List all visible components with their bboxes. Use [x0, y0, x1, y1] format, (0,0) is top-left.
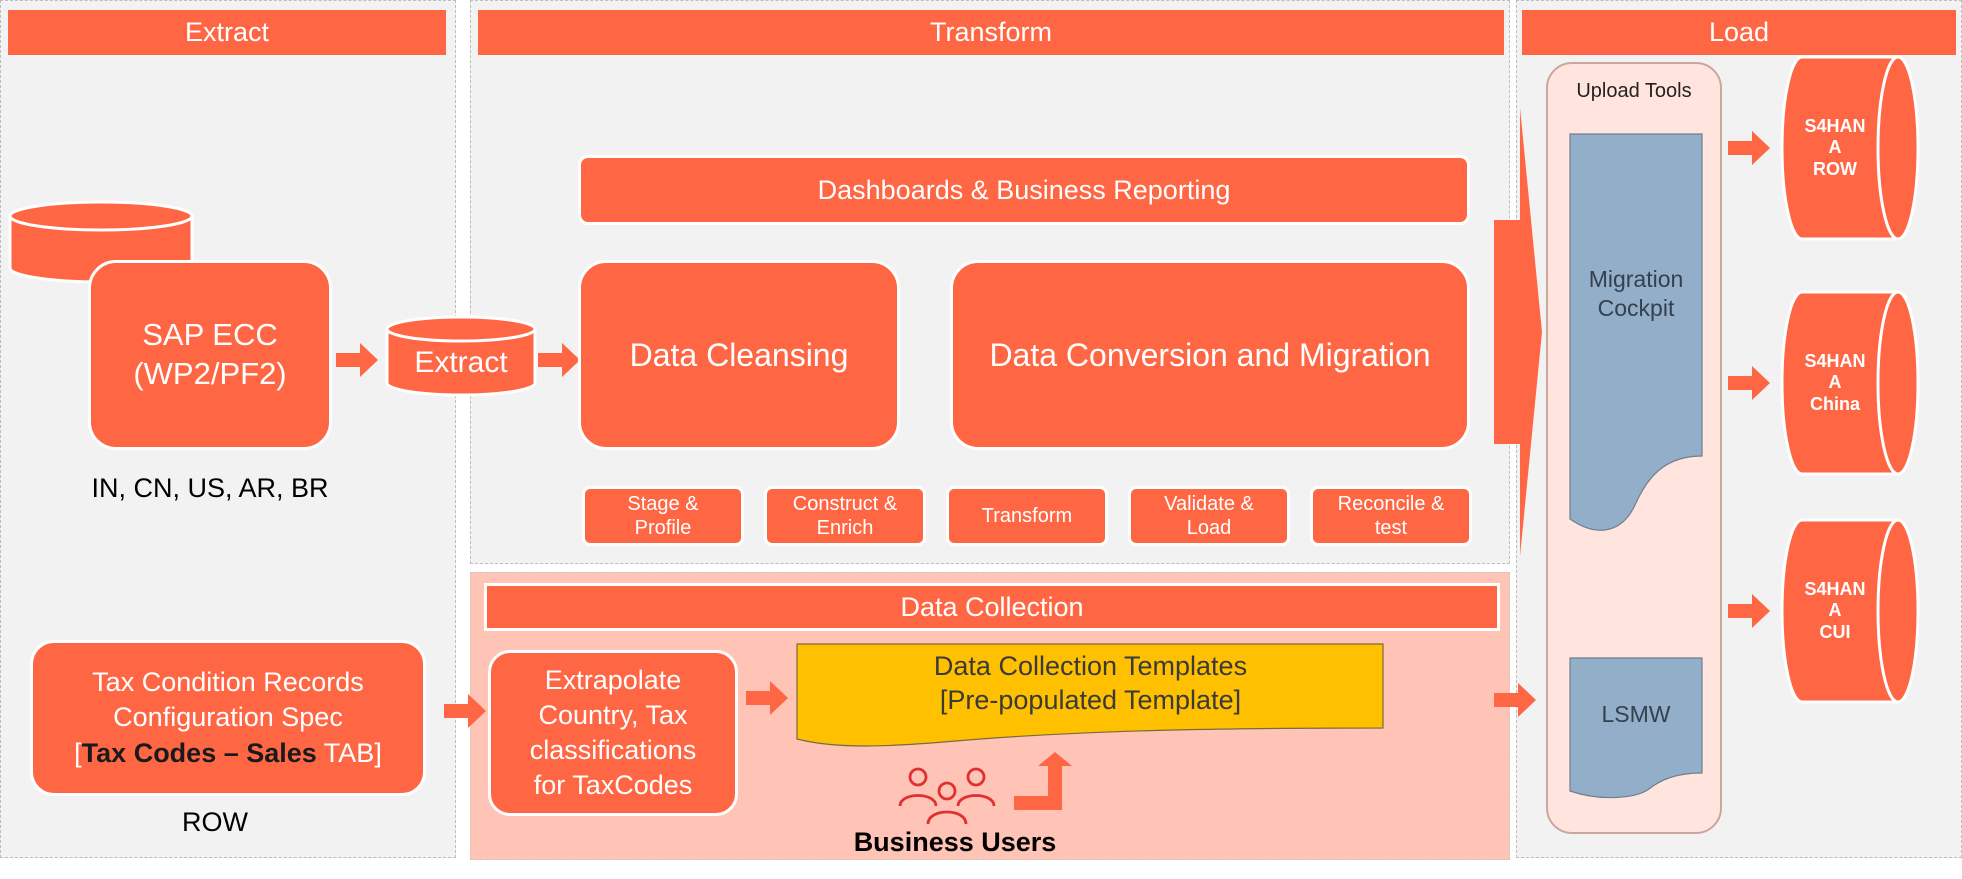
- extrapolate-box: Extrapolate Country, Tax classifications…: [488, 650, 738, 816]
- extract-cylinder-icon: [385, 315, 537, 397]
- data-collection-header: Data Collection: [484, 583, 1500, 631]
- arrow-right-icon: [538, 343, 580, 377]
- process-step-line-1: Reconcile &: [1337, 493, 1445, 515]
- process-step-line-1: Validate &: [1164, 493, 1254, 515]
- arrow-right-icon: [336, 343, 378, 377]
- arrow-right-icon: [1728, 366, 1770, 400]
- target-label-line-2: A: [1828, 137, 1842, 158]
- templates-document-shape: [796, 643, 1384, 747]
- tax-line-3-open: [: [74, 737, 82, 768]
- extrapolate-line-4: for TaxCodes: [533, 770, 693, 801]
- tax-line-3-bold: Tax Codes – Sales: [81, 737, 317, 768]
- process-step-line-2: Enrich: [816, 517, 874, 539]
- extrapolate-line-1: Extrapolate: [544, 664, 682, 695]
- extrapolate-line-2: Country, Tax: [538, 699, 688, 730]
- target-label-line-1: S4HAN: [1804, 115, 1866, 136]
- tax-condition-records-box: Tax Condition Records Configuration Spec…: [30, 640, 426, 796]
- chevron-right-icon: [1494, 108, 1542, 556]
- process-step-box: Transform: [946, 486, 1108, 546]
- sap-ecc-subtitle: (WP2/PF2): [133, 356, 287, 391]
- database-target-icon: [1780, 290, 1920, 476]
- target-label-line-3: CUI: [1819, 621, 1851, 642]
- sap-ecc-title: SAP ECC: [142, 317, 278, 353]
- data-conversion-box: Data Conversion and Migration: [950, 260, 1470, 450]
- upload-tools-label: Upload Tools: [1576, 79, 1692, 102]
- tax-line-3: [Tax Codes – Sales TAB]: [74, 736, 382, 771]
- tax-line-1: Tax Condition Records: [92, 667, 364, 698]
- tax-line-2: Configuration Spec: [113, 702, 343, 733]
- arrow-right-icon: [444, 694, 486, 728]
- load-header: Load: [1522, 10, 1956, 55]
- business-users-label: Business Users: [853, 826, 1057, 857]
- arrow-right-icon: [1494, 683, 1536, 717]
- migration-cockpit-label: Migration Cockpit: [1569, 262, 1703, 326]
- people-group-icon: [898, 767, 996, 825]
- templates-line-1: Data Collection Templates: [933, 651, 1248, 682]
- process-step-box: Validate &Load: [1128, 486, 1290, 546]
- bent-arrow-up-icon: [1014, 752, 1072, 810]
- database-target-icon: [1780, 55, 1920, 241]
- data-cleansing-box: Data Cleansing: [578, 260, 900, 450]
- target-label-line-1: S4HAN: [1804, 350, 1866, 371]
- process-step-line-1: Transform: [981, 505, 1073, 527]
- target-label-line-3: China: [1809, 393, 1860, 414]
- process-step-line-1: Construct &: [792, 493, 898, 515]
- arrow-right-icon: [746, 681, 788, 715]
- migration-cockpit-document: [1569, 133, 1703, 531]
- database-target-icon: [1780, 518, 1920, 704]
- lsmw-document: [1569, 657, 1703, 799]
- process-step-line-2: Load: [1186, 517, 1232, 539]
- process-step-box: Construct &Enrich: [764, 486, 926, 546]
- templates-line-2: [Pre-populated Template]: [939, 685, 1242, 715]
- countries-label: IN, CN, US, AR, BR: [91, 472, 329, 503]
- lsmw-label: LSMW: [1601, 700, 1671, 727]
- process-step-box: Stage &Profile: [582, 486, 744, 546]
- process-step-box: Reconcile &test: [1310, 486, 1472, 546]
- target-label-line-3: ROW: [1813, 158, 1857, 179]
- cockpit-line-2: Cockpit: [1597, 295, 1675, 321]
- extract-cylinder-label: Extract: [414, 346, 508, 379]
- target-label-line-1: S4HAN: [1804, 578, 1866, 599]
- cockpit-line-1: Migration: [1588, 266, 1684, 293]
- tax-line-3-rest: TAB]: [316, 737, 382, 768]
- target-label-line-2: A: [1828, 600, 1842, 621]
- extract-header: Extract: [8, 10, 446, 55]
- templates-label: Data Collection Templates [Pre-populated…: [796, 648, 1385, 720]
- arrow-right-icon: [1728, 131, 1770, 165]
- transform-header: Transform: [478, 10, 1504, 55]
- sap-ecc-box: SAP ECC (WP2/PF2): [88, 260, 332, 450]
- process-step-line-2: test: [1374, 517, 1408, 539]
- process-step-line-1: Stage &: [627, 493, 699, 515]
- row-label: ROW: [182, 806, 248, 837]
- dashboards-reporting-bar: Dashboards & Business Reporting: [578, 155, 1470, 225]
- extrapolate-line-3: classifications: [529, 735, 697, 765]
- target-label-line-2: A: [1828, 372, 1842, 393]
- arrow-right-icon: [1728, 594, 1770, 628]
- process-step-line-2: Profile: [634, 517, 692, 539]
